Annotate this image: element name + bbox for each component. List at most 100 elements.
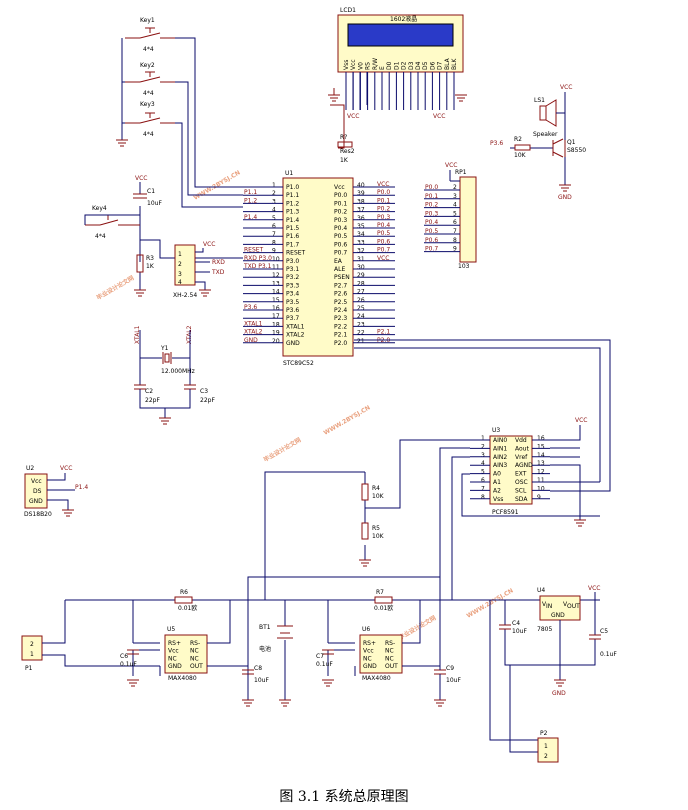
y1-crystal	[162, 352, 172, 364]
pcf-left-pin-num: 3	[481, 452, 485, 459]
mcu-right-pin-label: P2.5	[334, 299, 347, 306]
mcu-left-net: XTAL2	[244, 329, 263, 336]
adc-input-wires	[247, 439, 470, 675]
xh-ground-symbol	[199, 289, 211, 297]
p2-connector	[537, 737, 559, 763]
key2-ref: Key2	[140, 62, 155, 69]
mcu-left-pin-label: P1.7	[286, 241, 299, 248]
speaker-vcc-wire	[556, 92, 566, 140]
lcd-pin-label: D5	[422, 61, 429, 70]
c1-capacitor	[133, 193, 147, 199]
pcf-name: PCF8591	[492, 509, 519, 516]
mcu-left-pin-label: P3.5	[286, 299, 299, 306]
p1-pin: 1	[30, 651, 34, 658]
reset-vcc-label: VCC	[135, 175, 147, 182]
mcu-right-net: VCC	[377, 181, 389, 188]
mcu-left-pin-num: 15	[272, 297, 280, 304]
p1-connector	[21, 635, 43, 661]
p1-ref: P1	[25, 665, 33, 672]
mcu-left-pin-num: 1	[272, 182, 276, 189]
mcu-right-pin-num: 25	[357, 305, 365, 312]
mcu-left-pin-num: 4	[272, 207, 276, 214]
lcd-pin-label: D2	[401, 61, 408, 70]
watermark-site: 毕业设计论文网	[95, 274, 135, 302]
rp1-pin-num: 6	[453, 219, 457, 226]
r3-resistor	[136, 254, 144, 273]
u6-wires	[327, 600, 440, 676]
mcu-right-pin-label: P2.7	[334, 282, 347, 289]
q1-value: S8550	[567, 147, 586, 154]
mcu-right-pin-num: 34	[357, 231, 365, 238]
mcu-right-pin-num: 36	[357, 215, 365, 222]
pcf-ref: U3	[492, 427, 500, 434]
c6-ref: C6	[120, 653, 128, 660]
c3-ref: C3	[200, 388, 208, 395]
key4-size: 4*4	[95, 233, 106, 240]
key4-switch	[85, 214, 140, 226]
key1-size: 4*4	[143, 46, 154, 53]
speaker-net-label: P3.6	[490, 140, 503, 147]
c4-wire	[504, 600, 560, 666]
lcd-pin-label: D3	[408, 61, 415, 70]
r4-value: 10K	[372, 493, 385, 500]
c6-value: 0.1uF	[120, 661, 137, 668]
lcd-pin-label: Vcc	[350, 59, 357, 70]
u5-body	[164, 634, 208, 674]
rp1-net-label: P0.1	[425, 193, 438, 200]
mcu-left-pin-num: 12	[272, 272, 280, 279]
xh-pin: 2	[178, 261, 182, 268]
bt1-name: 电池	[259, 645, 271, 653]
rp1-value: 103	[458, 263, 470, 270]
xh-wires	[195, 248, 210, 290]
u5-right-pin-label: RS-	[190, 640, 200, 647]
lcd-pin-label: D7	[437, 61, 444, 70]
pcf-left-pin-num: 8	[481, 494, 485, 501]
u6-ground-symbol	[322, 679, 334, 687]
divider-wires	[264, 471, 366, 600]
mcu-left-pin-num: 16	[272, 305, 280, 312]
mcu-right-pin-num: 23	[357, 321, 365, 328]
mcu-right-net: P0.4	[377, 222, 390, 229]
mcu-left-pin-label: P1.6	[286, 233, 299, 240]
reset-to-mcu-wire	[140, 239, 243, 259]
contrast-ref: R?	[340, 134, 347, 141]
keys-ground-symbol	[116, 139, 128, 147]
xh-pin: 3	[178, 271, 182, 278]
keys-to-mcu-wires	[175, 37, 243, 208]
pcf-right-pin-label: Aout	[515, 445, 529, 452]
key3-ref: Key3	[140, 101, 155, 108]
mcu-left-pin-label: P1.4	[286, 217, 299, 224]
speaker-circuit: LS1 Speaker VCC P3.6 R2 10K Q1 S8550 GND	[490, 84, 586, 201]
u6-left-pin-label: RS+	[363, 640, 376, 647]
mcu-right-pin-label: EA	[334, 258, 343, 265]
mcu-right-pin-num: 24	[357, 313, 365, 320]
mcu-left-pin-num: 8	[272, 239, 276, 246]
mcu-left-net: RESET	[244, 247, 264, 254]
xh-pin: 1	[178, 251, 182, 258]
crystal-caps	[134, 384, 196, 390]
u4-ref: U4	[537, 587, 545, 594]
c5-wire	[560, 592, 596, 666]
mcu-left-pin-num: 3	[272, 198, 276, 205]
u4-name: 7805	[537, 626, 552, 633]
mcu-left-pin-num: 11	[272, 264, 280, 271]
u5-wires	[132, 600, 248, 676]
r5-resistor	[361, 522, 369, 540]
rp1-net-label: P0.2	[425, 202, 438, 209]
r7-resistor	[374, 596, 393, 604]
mcu-right-pin-label: P2.3	[334, 315, 347, 322]
xh-connector: 1 2 3 4 XH-2.54 VCC RXD TXD	[173, 241, 225, 299]
rp1-body	[459, 176, 477, 263]
r5-ref: R5	[372, 525, 380, 532]
u6-left-pin-label: NC	[363, 655, 372, 662]
mcu-left-pin-label: P1.1	[286, 192, 299, 199]
pcf-right-pin-num: 15	[537, 443, 545, 450]
ds18b20-pin-vcc: Vcc	[31, 478, 42, 485]
c8-ground-symbol	[242, 699, 254, 707]
mcu-right-pin-label: P0.3	[334, 217, 347, 224]
mcu-right-pin-num: 38	[357, 198, 365, 205]
pcf-right-pin-label: EXT	[515, 471, 527, 478]
pcf-body	[489, 435, 533, 505]
mcu-left-net: P3.6	[244, 304, 257, 311]
xh-txd-label: TXD	[211, 269, 225, 276]
